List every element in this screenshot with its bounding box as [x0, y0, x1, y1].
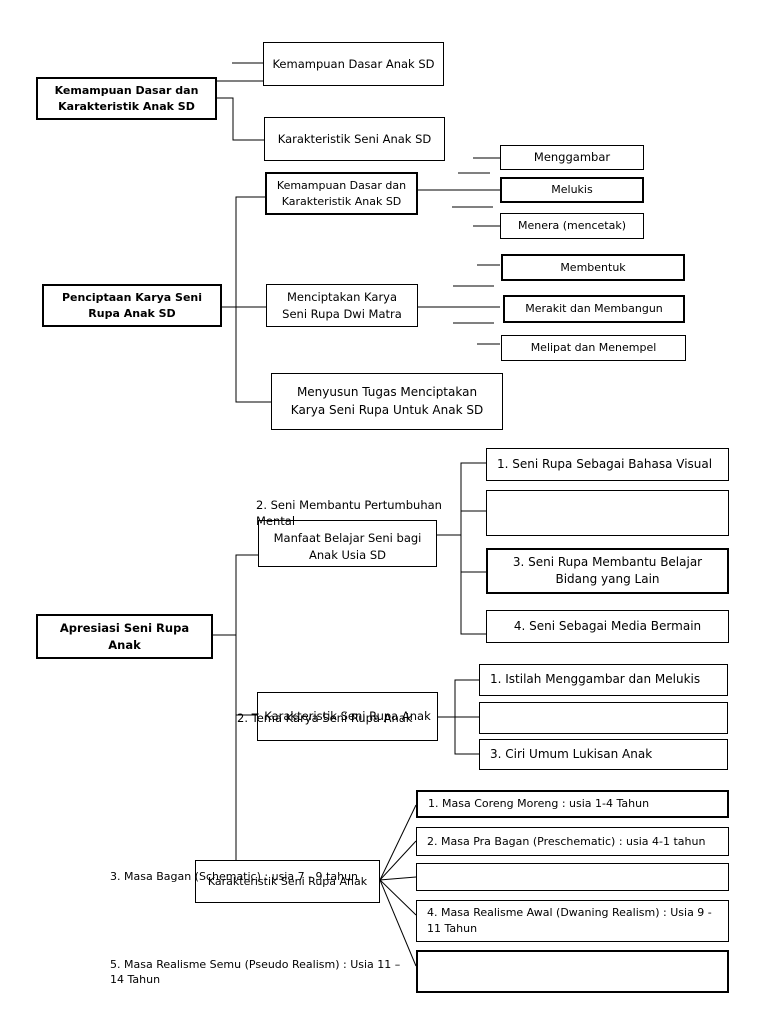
node-membentuk: Membentuk	[501, 254, 685, 281]
node-empty-karakteristik	[479, 702, 728, 734]
node-menyusun-tugas: Menyusun Tugas Menciptakan Karya Seni Ru…	[271, 373, 503, 430]
overlay-seni-membantu-pertumbuhan: 2. Seni Membantu Pertumbuhan Mental	[256, 498, 442, 529]
node-empty-masa-2	[416, 950, 729, 993]
node-kemampuan-dasar-karakteristik-2: Kemampuan Dasar dan Karakteristik Anak S…	[265, 172, 418, 215]
node-istilah-menggambar: 1. Istilah Menggambar dan Melukis	[479, 664, 728, 696]
node-membantu-belajar: 3. Seni Rupa Membantu Belajar Bidang yan…	[486, 548, 729, 594]
node-melipat-menempel: Melipat dan Menempel	[501, 335, 686, 361]
overlay-masa-bagan: 3. Masa Bagan (Schematic) : usia 7 - 9 t…	[110, 870, 359, 883]
node-karakteristik-seni-rupa-anak: Karakteristik Seni Rupa Anak	[257, 692, 438, 741]
node-masa-realisme-awal: 4. Masa Realisme Awal (Dwaning Realism) …	[416, 900, 729, 942]
node-karakteristik-seni-anak: Karakteristik Seni Anak SD	[264, 117, 445, 161]
node-manfaat-belajar: Manfaat Belajar Seni bagi Anak Usia SD	[258, 520, 437, 567]
node-media-bermain: 4. Seni Sebagai Media Bermain	[486, 610, 729, 643]
node-melukis: Melukis	[500, 177, 644, 203]
node-menciptakan-dwi-matra: Menciptakan Karya Seni Rupa Dwi Matra	[266, 284, 418, 327]
node-kemampuan-dasar-anak: Kemampuan Dasar Anak SD	[263, 42, 444, 86]
node-bahasa-visual: 1. Seni Rupa Sebagai Bahasa Visual	[486, 448, 729, 481]
overlay-tema-karya: 2. Tema Karya Seni Rupa Anak	[237, 711, 413, 725]
node-ciri-umum: 3. Ciri Umum Lukisan Anak	[479, 739, 728, 770]
node-masa-coreng-moreng: 1. Masa Coreng Moreng : usia 1-4 Tahun	[416, 790, 729, 818]
node-penciptaan-karya: Penciptaan Karya Seni Rupa Anak SD	[42, 284, 222, 327]
node-kemampuan-dasar-karakteristik: Kemampuan Dasar dan Karakteristik Anak S…	[36, 77, 217, 120]
node-menera: Menera (mencetak)	[500, 213, 644, 239]
node-empty-manfaat	[486, 490, 729, 536]
node-empty-masa	[416, 863, 729, 891]
node-menggambar: Menggambar	[500, 145, 644, 170]
node-karakteristik-seni-rupa-anak-2: Karakteristik Seni Rupa Anak	[195, 860, 380, 903]
node-masa-pra-bagan: 2. Masa Pra Bagan (Preschematic) : usia …	[416, 827, 729, 856]
node-merakit-membangun: Merakit dan Membangun	[503, 295, 685, 323]
overlay-masa-realisme-semu: 5. Masa Realisme Semu (Pseudo Realism) :…	[110, 958, 401, 987]
node-apresiasi-seni-rupa: Apresiasi Seni Rupa Anak	[36, 614, 213, 659]
